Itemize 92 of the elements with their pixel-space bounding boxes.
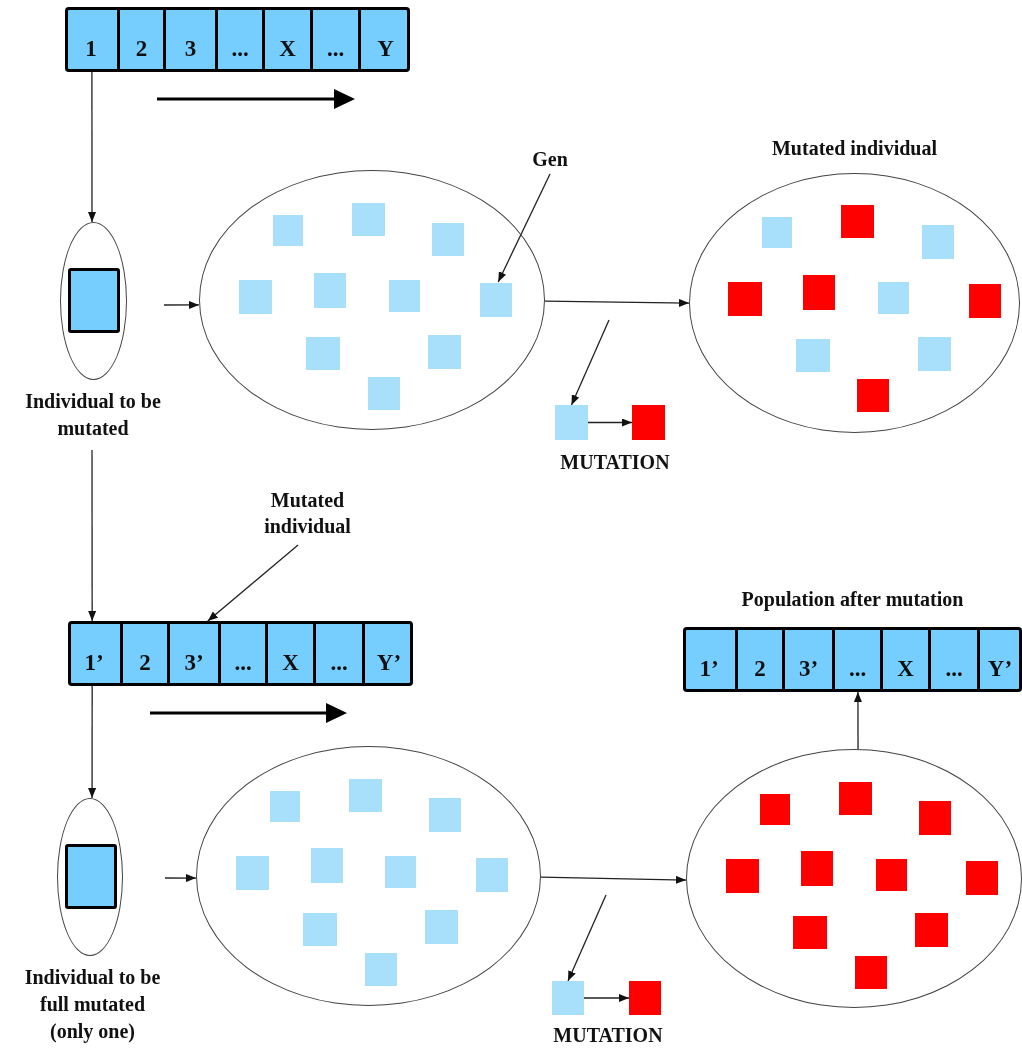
gene-square [918,337,951,371]
chromosome-bar [65,7,410,72]
gene-square [857,379,889,412]
gene-square [311,848,343,883]
gene-square [389,280,420,312]
gene-square [476,858,508,892]
gene-cell: 2 [735,627,782,692]
arrow [88,449,97,622]
gene-square [385,856,416,888]
gene-cell: 1’ [68,621,120,686]
gene-square [306,337,340,370]
gene-square [352,203,385,236]
gene-square [793,916,827,949]
gene-cell: 3’ [782,627,832,692]
gene-square [270,791,300,822]
arrow [583,994,630,1002]
gene-square [726,859,759,893]
leader-line [497,173,551,283]
gene-square [760,794,790,825]
gene-cell: Y’ [362,621,413,686]
gene-square [922,225,954,259]
gene-cell: X [880,627,928,692]
gene-cell: ... [215,7,262,72]
gene-cell: ... [928,627,977,692]
gene-square [428,335,461,369]
gene-square [429,798,461,832]
gene-square [432,223,464,256]
gene-square [915,913,948,947]
gene-square [803,275,835,310]
gene-square [368,377,400,410]
gene-square [632,405,665,440]
gene-square [966,861,998,895]
gene-square [303,913,337,946]
arrow [163,300,200,309]
gene-cell: 1 [65,7,117,72]
callout-label: Gen [522,146,578,174]
arrow [567,894,607,982]
gene-cell: ... [218,621,265,686]
gene-cell: ... [832,627,880,692]
gene-square [796,339,830,372]
gene-square [969,284,1001,318]
arrow [587,418,633,427]
ellipse-caption: Individual to be mutated [24,389,162,441]
gene-cell: 2 [117,7,163,72]
gene-square [273,215,303,246]
ellipse-title: Mutated individual [770,136,938,161]
gene-square [480,283,512,317]
gene-cell: X [265,621,313,686]
gene-square [239,280,272,314]
gene-cell: 2 [120,621,167,686]
chromosome-bar [68,621,413,686]
gene-square [629,981,661,1015]
gene-cell: 1’ [683,627,735,692]
arrow [540,875,687,884]
gene-square [839,782,872,815]
gene-square [841,205,874,238]
gene-cell: 3’ [167,621,218,686]
gene-square [919,801,951,835]
gene-square [878,282,909,314]
gene-square [314,273,346,308]
arrow [570,319,610,406]
gene-square [855,956,887,989]
gene-cell: X [262,7,310,72]
gene-square [65,844,117,909]
arrow [88,71,96,223]
gene-square [365,953,397,986]
gene-square [876,859,907,891]
arrow [88,685,97,799]
gene-cell: Y’ [977,627,1020,692]
gene-square [552,981,584,1015]
arrow [853,691,862,750]
callout-label: Mutated individual [240,487,375,545]
gene-square [425,910,458,944]
gene-square [236,856,269,890]
gene-cell: Y [358,7,410,72]
gene-square [68,268,120,333]
gene-square [349,779,382,812]
arrow [164,874,197,883]
gene-square [762,217,792,248]
population-ellipse [686,749,1022,1008]
mutation-label: MUTATION [559,450,671,475]
mutation-label: MUTATION [552,1023,664,1048]
gene-cell: ... [310,7,358,72]
gene-cell: ... [313,621,362,686]
gene-square [728,282,762,316]
arrow [544,298,690,307]
leader-line [207,544,299,622]
gene-square [801,851,833,886]
gene-square [555,405,588,440]
ellipse-caption: Individual to be full mutated (only one) [23,965,162,1045]
gene-cell: 3 [163,7,215,72]
bar-title: Population after mutation [740,587,965,613]
